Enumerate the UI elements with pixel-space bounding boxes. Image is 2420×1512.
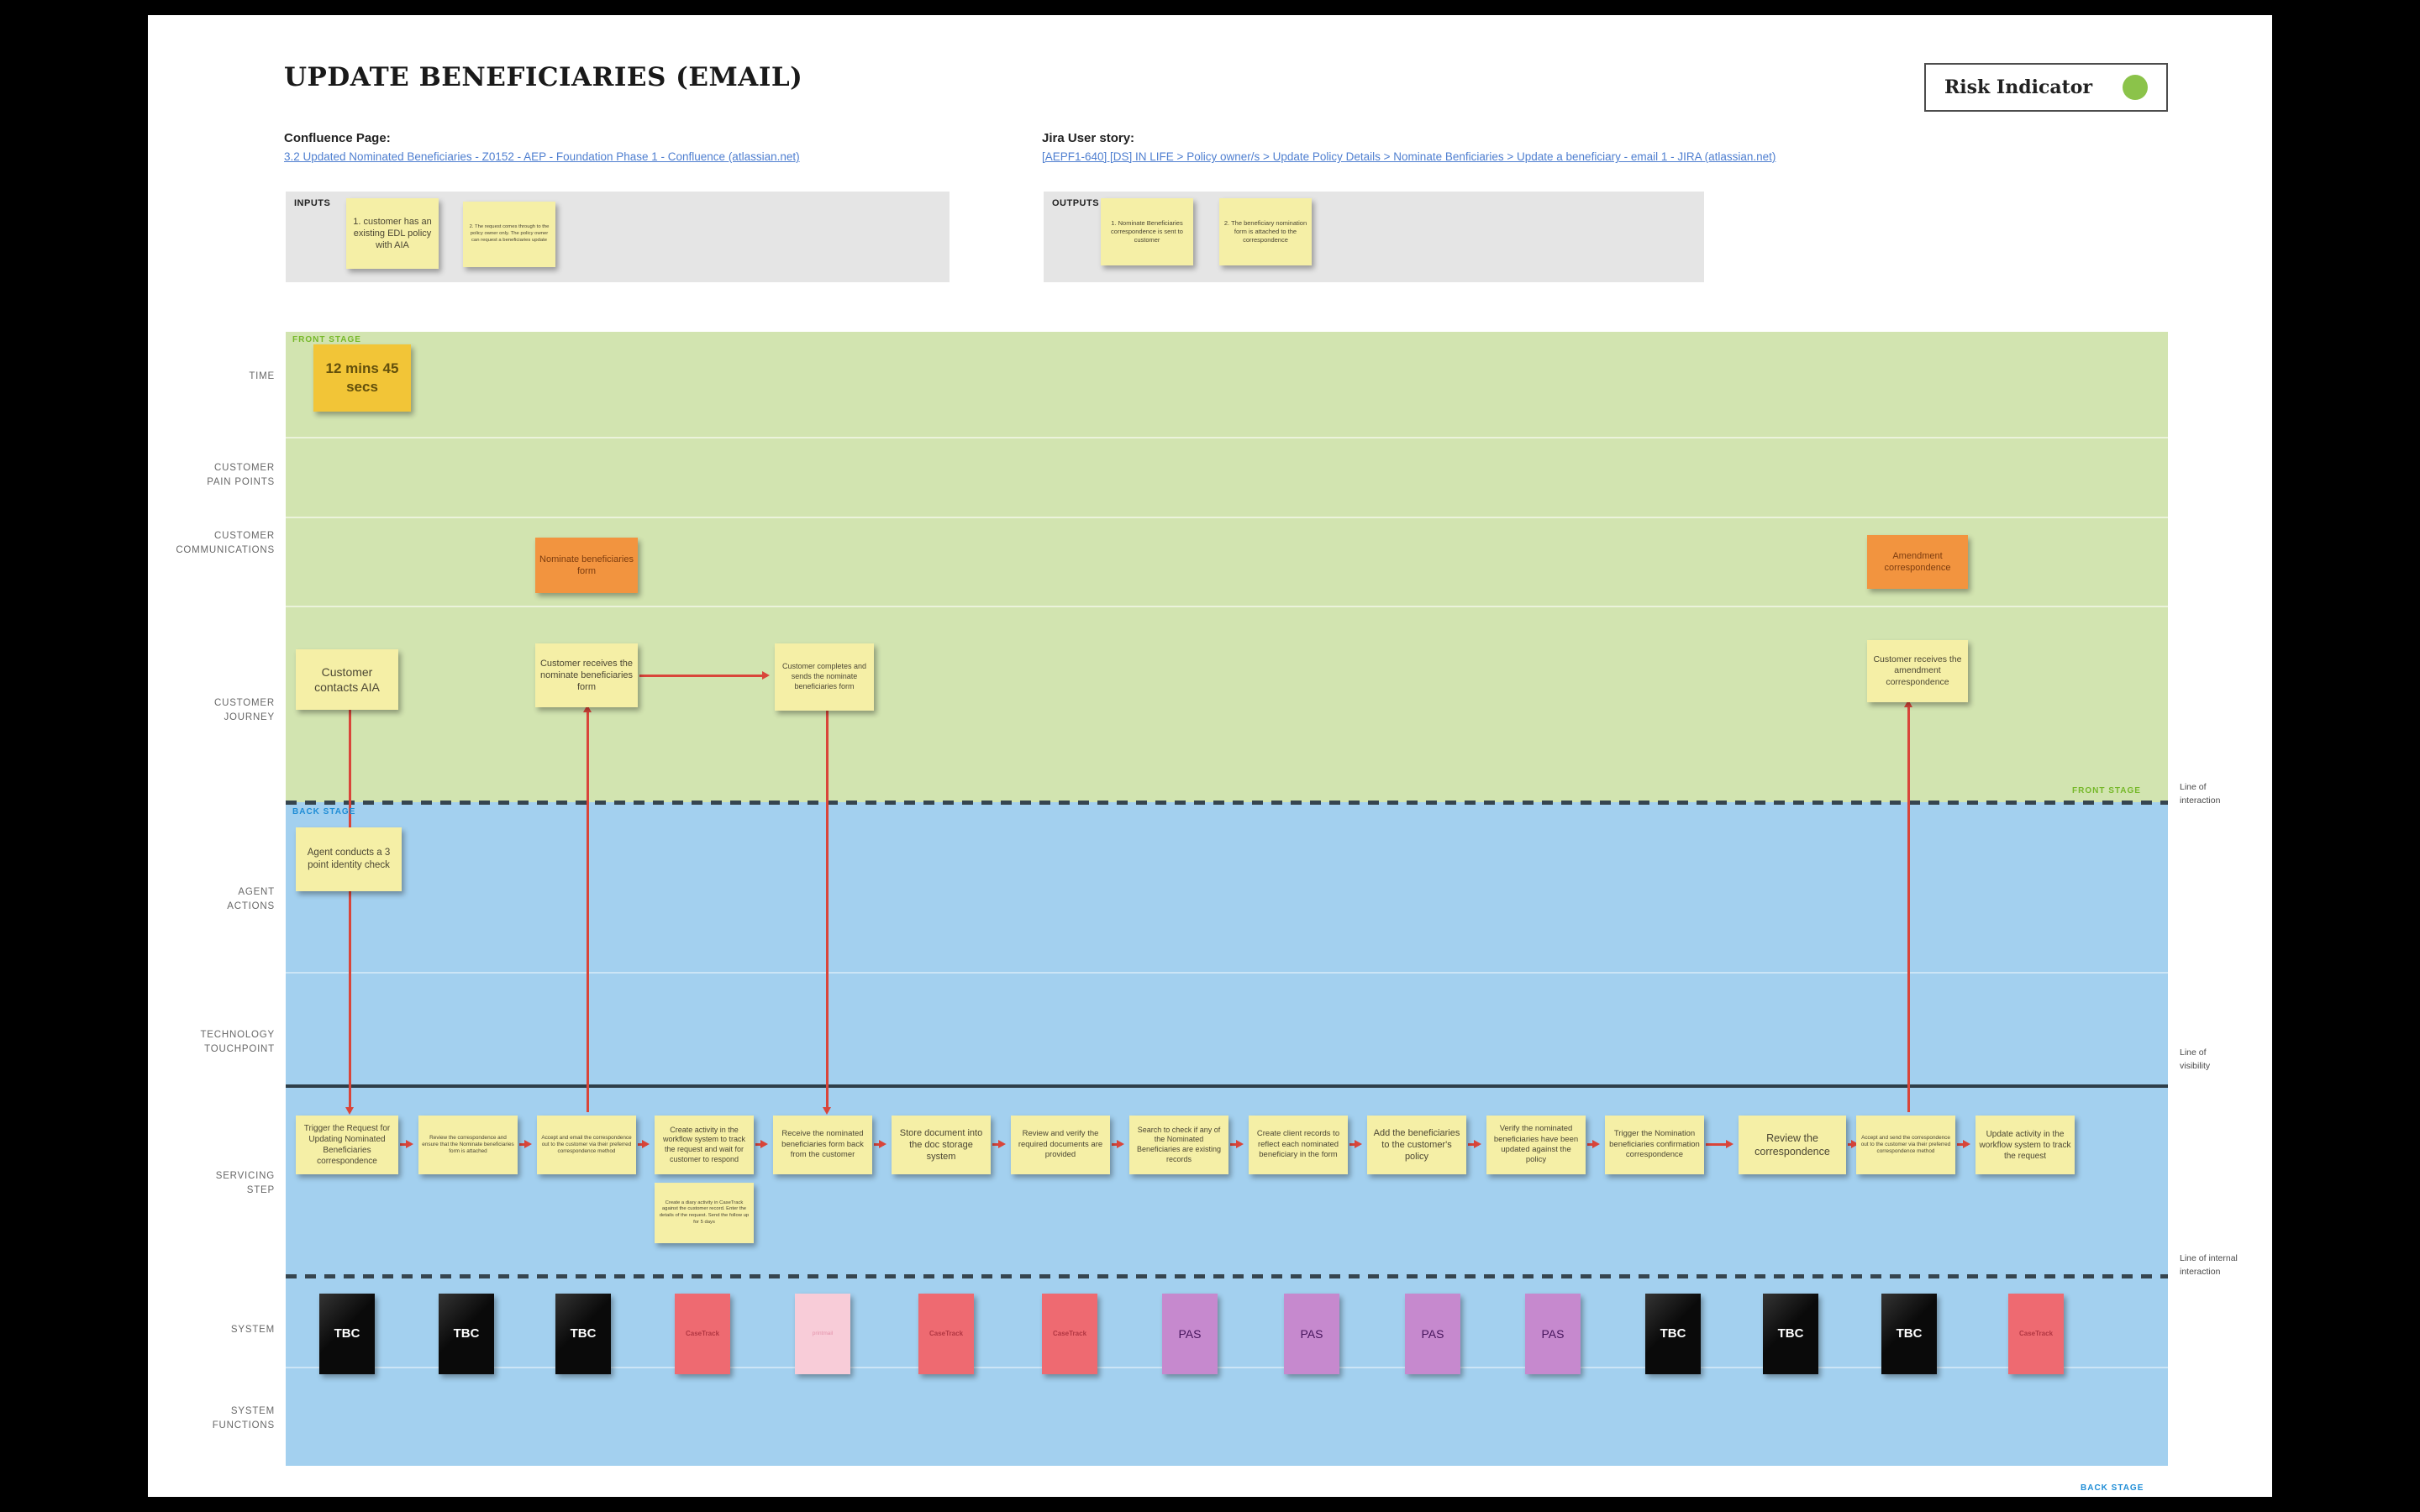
line-of-internal-interaction-label: Line of internal interaction [2180, 1253, 2238, 1277]
communication-note[interactable]: Nominate beneficiaries form [535, 538, 638, 593]
flow-arrow [1230, 1140, 1244, 1148]
system-note[interactable]: TBC [1881, 1294, 1937, 1374]
flow-arrow [519, 1140, 532, 1148]
communication-note[interactable]: Amendment correspondence [1867, 535, 1968, 589]
flow-arrow [400, 1140, 413, 1148]
servicing-step-note[interactable]: Verify the nominated beneficiaries have … [1486, 1116, 1586, 1174]
line-of-interaction-label: Line of interaction [2180, 782, 2221, 806]
system-note[interactable]: TBC [1645, 1294, 1701, 1374]
journey-note[interactable]: Customer receives the amendment correspo… [1867, 640, 1968, 702]
servicing-step-note[interactable]: Trigger the Nomination beneficiaries con… [1605, 1116, 1704, 1174]
lane-label-agent-actions: AGENT ACTIONS [227, 887, 275, 911]
lane-label-technology: TECHNOLOGY TOUCHPOINT [200, 1030, 275, 1054]
lane-label-servicing-step: SERVICING STEP [215, 1171, 275, 1195]
back-stage-label: BACK STAGE [2081, 1483, 2144, 1493]
system-note[interactable]: TBC [439, 1294, 494, 1374]
servicing-step-note[interactable]: Create client records to reflect each no… [1249, 1116, 1348, 1174]
servicing-step-note[interactable]: Add the beneficiaries to the customer's … [1367, 1116, 1466, 1174]
outputs-label: OUTPUTS [1052, 198, 1100, 208]
risk-indicator-label: Risk Indicator [1944, 76, 2093, 98]
servicing-step-note[interactable]: Update activity in the workflow system t… [1975, 1116, 2075, 1174]
journey-note[interactable]: Customer contacts AIA [296, 649, 398, 710]
lane-separator [286, 437, 2168, 438]
lane-label-system-functions: SYSTEM FUNCTIONS [212, 1406, 275, 1431]
flow-connector [345, 710, 354, 1115]
servicing-step-note[interactable]: Review and verify the required documents… [1011, 1116, 1110, 1174]
risk-indicator: Risk Indicator [1924, 63, 2168, 112]
jira-story-link[interactable]: [AEPF1-640] [DS] IN LIFE > Policy owner/… [1042, 150, 1776, 163]
flow-arrow [874, 1140, 886, 1148]
system-note[interactable]: CaseTrack [675, 1294, 730, 1374]
system-note[interactable]: PAS [1525, 1294, 1581, 1374]
jira-story-label: Jira User story: [1042, 131, 1135, 145]
flow-arrow [1848, 1140, 1859, 1148]
front-stage-label: FRONT STAGE [292, 335, 361, 344]
servicing-step-note[interactable]: Trigger the Request for Updating Nominat… [296, 1116, 398, 1174]
back-stage-label: BACK STAGE [292, 807, 356, 816]
line-of-internal-interaction [286, 1274, 2168, 1278]
servicing-step-note[interactable]: Receive the nominated beneficiaries form… [773, 1116, 872, 1174]
system-note[interactable]: CaseTrack [918, 1294, 974, 1374]
flow-arrow [639, 671, 770, 680]
lane-separator [286, 1367, 2168, 1368]
risk-indicator-dot [2123, 75, 2148, 100]
flow-arrow [1349, 1140, 1362, 1148]
system-note[interactable]: TBC [1763, 1294, 1818, 1374]
lane-label-time: TIME [249, 371, 275, 381]
system-note[interactable]: TBC [319, 1294, 375, 1374]
system-note[interactable]: TBC [555, 1294, 611, 1374]
line-of-visibility-label: Line of visibility [2180, 1047, 2211, 1071]
agent-action-note[interactable]: Agent conducts a 3 point identity check [296, 827, 402, 891]
system-note[interactable]: PAS [1284, 1294, 1339, 1374]
system-note[interactable]: CaseTrack [2008, 1294, 2064, 1374]
flow-arrow [1957, 1140, 1970, 1148]
output-note[interactable]: 2. The beneficiary nomination form is at… [1219, 198, 1312, 265]
line-of-interaction [286, 801, 2168, 805]
servicing-step-note[interactable]: Review the correspondence [1739, 1116, 1846, 1174]
lane-label-system: SYSTEM [230, 1325, 275, 1335]
jira-source: Jira User story: [AEPF1-640] [DS] IN LIF… [1042, 131, 1776, 165]
lane-separator [286, 517, 2168, 518]
time-note[interactable]: 12 mins 45 secs [313, 344, 411, 412]
system-note[interactable]: PAS [1405, 1294, 1460, 1374]
flow-arrow [1112, 1140, 1124, 1148]
system-note[interactable]: PAS [1162, 1294, 1218, 1374]
flow-connector [1904, 700, 1912, 1112]
servicing-step-note[interactable]: Create activity in the workflow system t… [655, 1116, 754, 1174]
input-note[interactable]: 1. customer has an existing EDL policy w… [346, 198, 439, 269]
system-note[interactable]: CaseTrack [1042, 1294, 1097, 1374]
servicing-step-note[interactable]: Accept and email the correspondence out … [537, 1116, 636, 1174]
front-stage-label: FRONT STAGE [2072, 786, 2141, 795]
journey-note[interactable]: Customer receives the nominate beneficia… [535, 643, 638, 707]
flow-arrow [755, 1140, 768, 1148]
confluence-page-label: Confluence Page: [284, 131, 391, 145]
input-note[interactable]: 2. The request comes through to the poli… [463, 202, 555, 267]
flow-arrow [1468, 1140, 1481, 1148]
lane-label-communications: CUSTOMER COMMUNICATIONS [176, 531, 275, 555]
output-note[interactable]: 1. Nominate Beneficiaries correspondence… [1101, 198, 1193, 265]
confluence-page-link[interactable]: 3.2 Updated Nominated Beneficiaries - Z0… [284, 150, 800, 163]
lane-separator [286, 972, 2168, 974]
servicing-step-note[interactable]: Search to check if any of the Nominated … [1129, 1116, 1228, 1174]
lane-label-journey: CUSTOMER JOURNEY [214, 698, 275, 722]
flow-arrow [992, 1140, 1006, 1148]
inputs-label: INPUTS [294, 198, 331, 208]
lane-separator [286, 606, 2168, 607]
journey-note[interactable]: Customer completes and sends the nominat… [775, 643, 874, 711]
confluence-source: Confluence Page: 3.2 Updated Nominated B… [284, 131, 800, 165]
flow-arrow [1706, 1140, 1733, 1148]
servicing-step-note[interactable]: Review the correspondence and ensure tha… [418, 1116, 518, 1174]
servicing-step-note[interactable]: Accept and send the correspondence out t… [1856, 1116, 1955, 1174]
servicing-step-note[interactable]: Store document into the doc storage syst… [892, 1116, 991, 1174]
servicing-detail-note[interactable]: Create a diary activity in CaseTrack aga… [655, 1183, 754, 1243]
flow-arrow [638, 1140, 650, 1148]
flow-connector [583, 705, 592, 1112]
lane-label-pain-points: CUSTOMER PAIN POINTS [207, 463, 275, 487]
flow-arrow [1587, 1140, 1600, 1148]
line-of-visibility [286, 1084, 2168, 1088]
page-title: UPDATE BENEFICIARIES (EMAIL) [284, 62, 803, 92]
flow-connector [823, 711, 831, 1115]
system-note[interactable]: printmail [795, 1294, 850, 1374]
whiteboard-page: UPDATE BENEFICIARIES (EMAIL) Risk Indica… [148, 15, 2272, 1497]
